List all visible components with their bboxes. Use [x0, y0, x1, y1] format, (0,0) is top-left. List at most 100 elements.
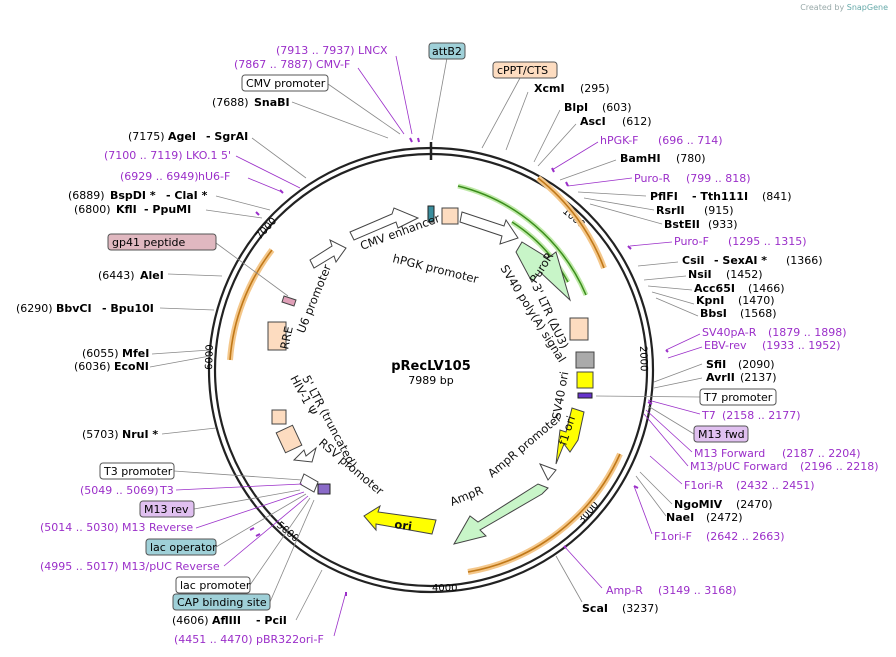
svg-text:(780): (780)	[676, 152, 706, 165]
svg-text:(6889): (6889)	[68, 189, 105, 202]
right-labels: attB2 cPPT/CTS XcmI (295) BlpI (603) Asc…	[428, 42, 879, 615]
svg-text:(3237): (3237)	[622, 602, 659, 615]
box-cppt	[492, 61, 558, 79]
svg-text:(6929 .. 6949): (6929 .. 6949)	[120, 170, 199, 183]
box-lac-operator	[145, 538, 217, 556]
svg-text:(2090): (2090)	[738, 358, 775, 371]
box-cap-binding-site	[172, 593, 271, 611]
svg-text:MfeI: MfeI	[122, 347, 149, 360]
green-arc-outer-line	[457, 185, 587, 296]
cds-arc-puro-line	[537, 177, 605, 269]
svg-text:T7: T7	[701, 409, 716, 422]
label-lncx: LNCX	[358, 44, 388, 57]
green-arc-inner-line	[511, 221, 569, 283]
svg-text:attB2: attB2	[432, 45, 462, 58]
feature-5ltr	[275, 424, 303, 454]
svg-text:(2432 .. 2451): (2432 .. 2451)	[736, 479, 815, 492]
svg-text:hU6-F: hU6-F	[198, 170, 230, 183]
label-hpgk-promoter: hPGK promoter	[391, 251, 480, 286]
plasmid-name: pRecLV105	[391, 359, 471, 374]
svg-text:(1295 .. 1315): (1295 .. 1315)	[728, 235, 807, 248]
svg-text:NaeI: NaeI	[666, 511, 694, 524]
feature-t7-m13	[577, 392, 593, 399]
svg-text:Amp-R: Amp-R	[606, 584, 643, 597]
svg-text:(799 .. 818): (799 .. 818)	[686, 172, 751, 185]
svg-text:KflI: KflI	[116, 203, 137, 216]
svg-text:BbvCI: BbvCI	[56, 302, 92, 315]
svg-text:CAP binding site: CAP binding site	[177, 596, 267, 609]
svg-text:gp41 peptide: gp41 peptide	[112, 236, 186, 249]
svg-text:F1ori-R: F1ori-R	[684, 479, 724, 492]
svg-text:(5049 .. 5069): (5049 .. 5069)	[80, 484, 159, 497]
svg-text:(1933 .. 1952): (1933 .. 1952)	[762, 339, 841, 352]
svg-text:M13/pUC Forward: M13/pUC Forward	[690, 460, 788, 473]
plasmid-length: 7989 bp	[408, 374, 453, 387]
svg-text:(1452): (1452)	[726, 268, 763, 281]
svg-text:Puro-F: Puro-F	[674, 235, 709, 248]
site-marks	[249, 137, 669, 596]
svg-text:- Bpu10I: - Bpu10I	[102, 302, 154, 315]
feature-ori	[363, 504, 437, 535]
feature-lac	[317, 483, 331, 495]
svg-text:SV40pA-R: SV40pA-R	[702, 326, 757, 339]
svg-text:(2137): (2137)	[740, 371, 777, 384]
svg-text:M13/pUC Reverse: M13/pUC Reverse	[122, 560, 220, 573]
box-m13-fwd	[693, 425, 749, 443]
feature-ampr	[452, 483, 549, 545]
svg-text:NgoMIV: NgoMIV	[674, 498, 723, 511]
left-labels: (7913 .. 7937) LNCX (7867 .. 7887) CMV-F…	[16, 44, 413, 646]
svg-text:(612): (612)	[622, 115, 652, 128]
svg-text:M13 rev: M13 rev	[144, 503, 189, 516]
label-cmvf: CMV-F	[316, 58, 350, 71]
box-attb2	[428, 42, 466, 60]
feature-sv40pa	[575, 351, 595, 369]
svg-text:(6443): (6443)	[98, 269, 135, 282]
svg-text:BspDI *: BspDI *	[110, 189, 156, 202]
svg-text:- SexAI *: - SexAI *	[714, 254, 767, 267]
svg-text:LKO.1 5': LKO.1 5'	[186, 149, 231, 162]
svg-text:(2158 .. 2177): (2158 .. 2177)	[722, 409, 801, 422]
svg-text:(1470): (1470)	[738, 294, 775, 307]
feature-hpgk-promoter	[459, 211, 519, 245]
feature-sv40ori	[576, 371, 594, 389]
svg-text:NruI *: NruI *	[122, 428, 158, 441]
feature-t3-promoter	[299, 473, 319, 493]
tick-2000: 2000	[637, 346, 649, 372]
svg-text:- Tth111I: - Tth111I	[692, 190, 748, 203]
feature-puror	[515, 241, 571, 302]
svg-text:BamHI: BamHI	[620, 152, 661, 165]
svg-text:(7175): (7175)	[128, 130, 165, 143]
label-rre: RRE	[277, 325, 296, 351]
snapgene-brand: Created by SnapGene	[800, 3, 888, 12]
svg-text:BstEII: BstEII	[664, 218, 700, 231]
label-u6-promoter: U6 promoter	[294, 262, 334, 335]
svg-text:(5014 .. 5030): (5014 .. 5030)	[40, 521, 119, 534]
svg-text:NsiI: NsiI	[688, 268, 712, 281]
box-t3-promoter	[99, 462, 175, 480]
feature-attb2	[427, 205, 435, 223]
svg-text:(4451 .. 4470): (4451 .. 4470)	[174, 633, 253, 646]
svg-text:hPGK-F: hPGK-F	[600, 134, 638, 147]
svg-text:(2472): (2472)	[706, 511, 743, 524]
svg-text:lac promoter: lac promoter	[180, 579, 251, 592]
svg-text:(7100 .. 7119): (7100 .. 7119)	[104, 149, 183, 162]
svg-text:XcmI: XcmI	[534, 82, 565, 95]
svg-text:- ClaI *: - ClaI *	[166, 189, 208, 202]
svg-text:- SgrAI: - SgrAI	[206, 130, 248, 143]
svg-text:(933): (933)	[708, 218, 738, 231]
svg-text:T3: T3	[159, 484, 174, 497]
svg-text:(1568): (1568)	[740, 307, 777, 320]
box-lac-promoter	[175, 576, 251, 594]
svg-text:(1366): (1366)	[786, 254, 823, 267]
cds-arc-gp41-line	[229, 249, 273, 361]
cds-arc-gp41-outer	[227, 248, 275, 361]
svg-text:(2187 .. 2204): (2187 .. 2204)	[782, 447, 861, 460]
svg-text:(6036): (6036)	[74, 360, 111, 373]
svg-text:AvrII: AvrII	[706, 371, 735, 384]
feature-rre	[267, 321, 287, 351]
svg-text:T3 promoter: T3 promoter	[103, 465, 173, 478]
svg-text:F1ori-F: F1ori-F	[654, 530, 692, 543]
svg-text:(7688): (7688)	[212, 96, 249, 109]
feature-3ltr	[569, 317, 589, 341]
svg-text:KpnI: KpnI	[696, 294, 724, 307]
